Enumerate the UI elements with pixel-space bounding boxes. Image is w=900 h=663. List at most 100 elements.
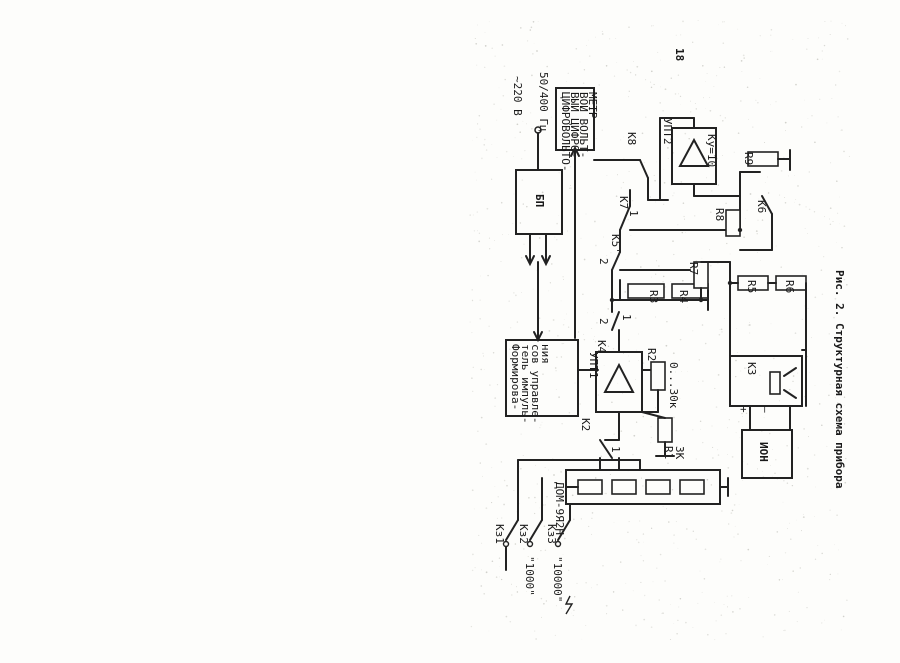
scan-speck (591, 512, 594, 514)
scan-speck (622, 393, 624, 395)
scan-speck (675, 34, 677, 36)
scan-speck (471, 569, 474, 572)
scan-speck (576, 582, 578, 584)
scan-speck (681, 371, 682, 372)
scan-speck (723, 66, 726, 68)
scan-speck (624, 291, 626, 293)
scan-speck (628, 521, 630, 523)
scan-speck (705, 81, 706, 83)
scan-speck (843, 404, 845, 406)
scan-speck (622, 136, 624, 138)
hv-bolt-icon (564, 595, 574, 615)
scan-speck (784, 552, 787, 554)
resistor-r1: R1 3К (641, 411, 686, 460)
scan-speck (553, 474, 555, 476)
scan-speck (692, 530, 694, 532)
scan-speck (797, 372, 799, 374)
scan-speck (514, 543, 517, 545)
scan-speck (623, 157, 625, 159)
scan-speck (764, 182, 766, 183)
scan-speck (556, 222, 558, 225)
scan-speck (823, 619, 825, 621)
scan-speck (653, 83, 655, 86)
scan-speck (477, 230, 478, 232)
scan-speck (703, 578, 706, 580)
scan-speck (684, 132, 687, 135)
scan-speck (642, 415, 645, 418)
scan-speck (770, 323, 772, 325)
scan-speck (485, 507, 488, 510)
scan-speck (843, 278, 846, 281)
scan-speck (541, 191, 544, 194)
scan-speck (543, 525, 546, 528)
scan-speck (534, 569, 536, 570)
scan-speck (737, 352, 739, 353)
scan-speck (843, 150, 845, 153)
scan-speck (804, 305, 806, 307)
k4-pin-2: 2 (597, 318, 610, 325)
scan-speck (523, 243, 525, 245)
scan-speck (758, 198, 760, 200)
scan-speck (474, 37, 476, 40)
scan-speck (615, 195, 618, 197)
scan-speck (640, 581, 642, 583)
scan-speck (555, 605, 557, 607)
scan-speck (664, 580, 666, 582)
scan-speck (803, 428, 805, 430)
scan-speck (769, 432, 771, 435)
scan-speck (829, 509, 831, 511)
scan-speck (477, 430, 479, 432)
scan-speck (635, 421, 638, 423)
scan-speck (704, 548, 707, 551)
scan-speck (810, 337, 813, 339)
scan-speck (715, 620, 717, 622)
scan-speck (628, 339, 630, 341)
scan-speck (683, 215, 685, 218)
switch-k2: К2 1 (579, 418, 622, 471)
scan-speck (560, 471, 562, 473)
scan-speck (736, 328, 738, 329)
scan-speck (561, 153, 563, 155)
scan-speck (526, 564, 527, 566)
scan-speck (780, 170, 783, 172)
scan-speck (721, 331, 723, 333)
scan-speck (735, 432, 737, 434)
scan-speck (616, 62, 618, 63)
switch-k8: К8 (593, 132, 669, 201)
scan-speck (759, 259, 761, 261)
scan-speck (714, 601, 715, 603)
scan-speck (719, 66, 721, 69)
scan-speck (638, 360, 639, 362)
scan-speck (802, 516, 805, 518)
scan-speck (484, 138, 486, 141)
scan-speck (503, 503, 505, 506)
r2-label: R2 (645, 348, 658, 361)
scan-speck (727, 454, 728, 455)
scan-speck (478, 232, 481, 234)
scan-speck (538, 317, 541, 319)
scan-speck (561, 342, 563, 345)
scan-speck (613, 313, 615, 315)
scan-speck (554, 634, 556, 636)
voltmeter-label-1: ЦИФРОВОЛЬТО- (559, 92, 572, 171)
scan-speck (722, 42, 725, 44)
scan-speck (485, 149, 488, 151)
scan-speck (764, 350, 766, 352)
signal-rails (599, 227, 807, 471)
scan-speck (480, 368, 482, 371)
input-label-10000: "10000" (551, 556, 564, 602)
scan-speck (681, 231, 684, 234)
resistor-r7: R7 (687, 261, 731, 301)
scan-speck (473, 508, 475, 510)
scan-speck (807, 118, 809, 119)
scan-speck (571, 494, 574, 497)
scan-speck (670, 77, 673, 79)
scan-speck (583, 338, 586, 341)
scan-speck (526, 591, 527, 592)
scan-speck (509, 621, 512, 623)
scan-speck (710, 484, 713, 486)
scan-speck (598, 84, 600, 86)
pulse-former-block: Формирова- тель импуль- сов управле- ния (505, 339, 599, 423)
scan-speck (682, 20, 684, 23)
scan-speck (670, 281, 672, 282)
